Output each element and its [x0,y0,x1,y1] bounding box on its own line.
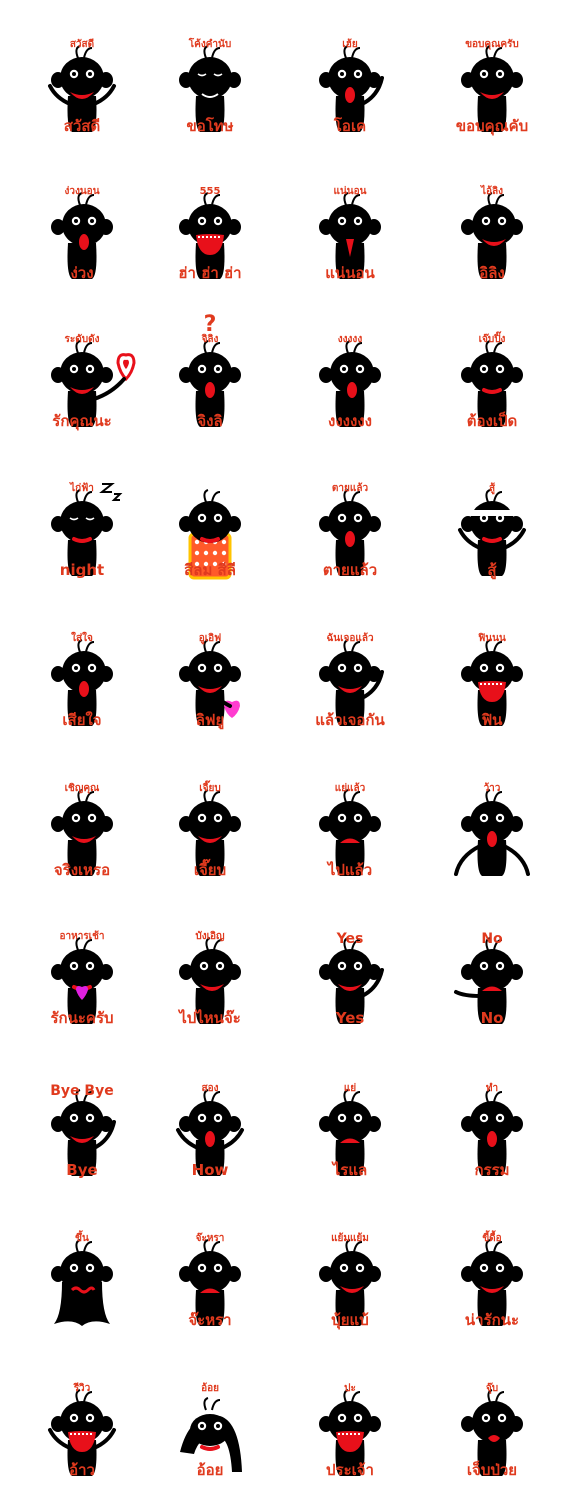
monkey-character [461,340,523,427]
sticker[interactable]: สู้สู้ [442,482,542,582]
monkey-character [48,1389,116,1476]
monkey-character [319,45,384,132]
monkey-character [180,1397,242,1472]
monkey-character [319,937,384,1024]
sticker[interactable]: ?จิลิงจิงลิ [160,312,260,433]
sticker[interactable]: จ๊ะหราจ๊ะหรา [160,1232,260,1332]
monkey-character [319,639,384,726]
monkey-character [51,789,113,876]
sticker[interactable]: จุ๊บเจ็บป่วย [442,1382,542,1482]
monkey-character [319,489,381,576]
monkey-character [461,45,523,132]
sticker[interactable]: ขึ้น [32,1232,132,1332]
monkey-character [319,789,381,876]
sticker[interactable]: สีลม สีลี [160,482,260,582]
monkey-character [51,483,123,576]
monkey-character [319,1089,381,1176]
monkey-character [461,192,523,279]
monkey-character [319,340,381,427]
monkey-character [461,1089,523,1176]
monkey-character [319,1239,381,1326]
sticker[interactable]: ขี้ดื้อน่ารักนะ [442,1232,542,1332]
monkey-character [319,1389,381,1476]
monkey-character [179,639,241,726]
monkey-character: ? [179,312,241,427]
monkey-character [51,192,113,279]
monkey-character [176,1089,244,1176]
monkey-character [51,340,136,427]
monkey-character [319,192,381,279]
sticker[interactable]: เชิญคุณจริงเหรอ [32,782,132,882]
monkey-character [179,192,241,279]
monkey-character [461,1239,523,1326]
sticker[interactable]: ขอบคุณครับขอบคุณคับ [442,38,542,138]
sticker[interactable]: รีวิวอ้าว [32,1382,132,1482]
sticker[interactable]: สวัสดีสวัสดี [32,38,132,138]
monkey-character [461,1389,523,1476]
sticker[interactable]: อาหารเช้ารักนะครับ [32,930,132,1030]
monkey-character [179,1239,241,1326]
sticker[interactable]: ฉันเจอแล้วแล้วเจอกัน [300,632,400,732]
sticker[interactable]: แย่แล้วไปแล้ว [300,782,400,882]
monkey-character [51,1239,113,1326]
monkey-character [51,639,113,726]
sticker[interactable]: อูเอิฟลิฟยู [160,632,260,732]
sticker[interactable]: ปะประเจ้า [300,1382,400,1482]
sticker[interactable]: แย่ไรแล [300,1082,400,1182]
sticker[interactable]: เจี๊ยบเจี๊ยบ [160,782,260,882]
monkey-character [51,937,113,1024]
sticker[interactable]: ตายแล้วตายแล้ว [300,482,400,582]
monkey-character [458,489,526,576]
monkey-character [454,789,530,876]
sticker[interactable]: ง่วงนอนง่วง [32,185,132,285]
monkey-character [461,639,523,726]
sticker[interactable]: เฮ้ยโอเค [300,38,400,138]
sticker[interactable]: ไอ้ลิงอิลิง [442,185,542,285]
sticker[interactable]: ทำกรรม [442,1082,542,1182]
sticker[interactable]: โค้งคำนับขอโทษ [160,38,260,138]
sticker[interactable]: งงงงงงงงงงง [300,333,400,433]
svg-text:?: ? [204,312,217,337]
sticker[interactable]: ระดับดังรักคุณนะ [32,333,136,433]
sticker[interactable]: แย้มแย้มบุ้ยแบ้ [300,1232,400,1332]
sticker[interactable]: อ้อยอ้อย [160,1382,260,1482]
monkey-character [51,1089,116,1176]
sticker[interactable]: ฟินนนฟิน [442,632,542,732]
monkey-character [179,45,241,132]
sticker[interactable]: ใส่ใจเสียใจ [32,632,132,732]
monkey-character [179,937,241,1024]
sticker[interactable]: บังเอิญไปไหนจ๊ะ [160,930,260,1030]
sticker[interactable]: เจ๊บปิ๊งต้องเป็ด [442,333,542,433]
sticker[interactable]: แน่นอนแน่นอน [300,185,400,285]
sticker[interactable]: ว้าว [442,782,542,882]
monkey-character [179,489,241,580]
monkey-character [454,937,523,1024]
monkey-character [179,789,241,876]
monkey-character [48,45,116,132]
